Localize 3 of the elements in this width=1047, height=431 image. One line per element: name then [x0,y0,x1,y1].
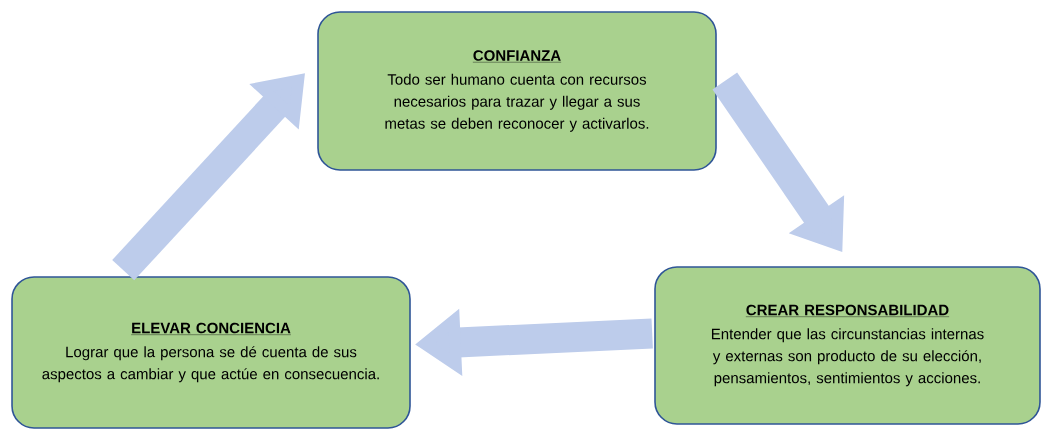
text-box: CONFIANZA Todo ser humano cuenta con recursos necesarios para trazar y llegar a sus metas se deben reconocer y activarlos. [317,11,717,171]
text-box: ELEVAR CONCIENCIA Lograr que la persona se dé cuenta de sus aspectos a cambiar y que actúe en consecuencia. [11,276,411,429]
text-box: CREAR RESPONSABILIDAD Entender que las circunstancias internas y externas son producto de su elección, pensamientos, sentimientos y acciones. [654,266,1041,425]
